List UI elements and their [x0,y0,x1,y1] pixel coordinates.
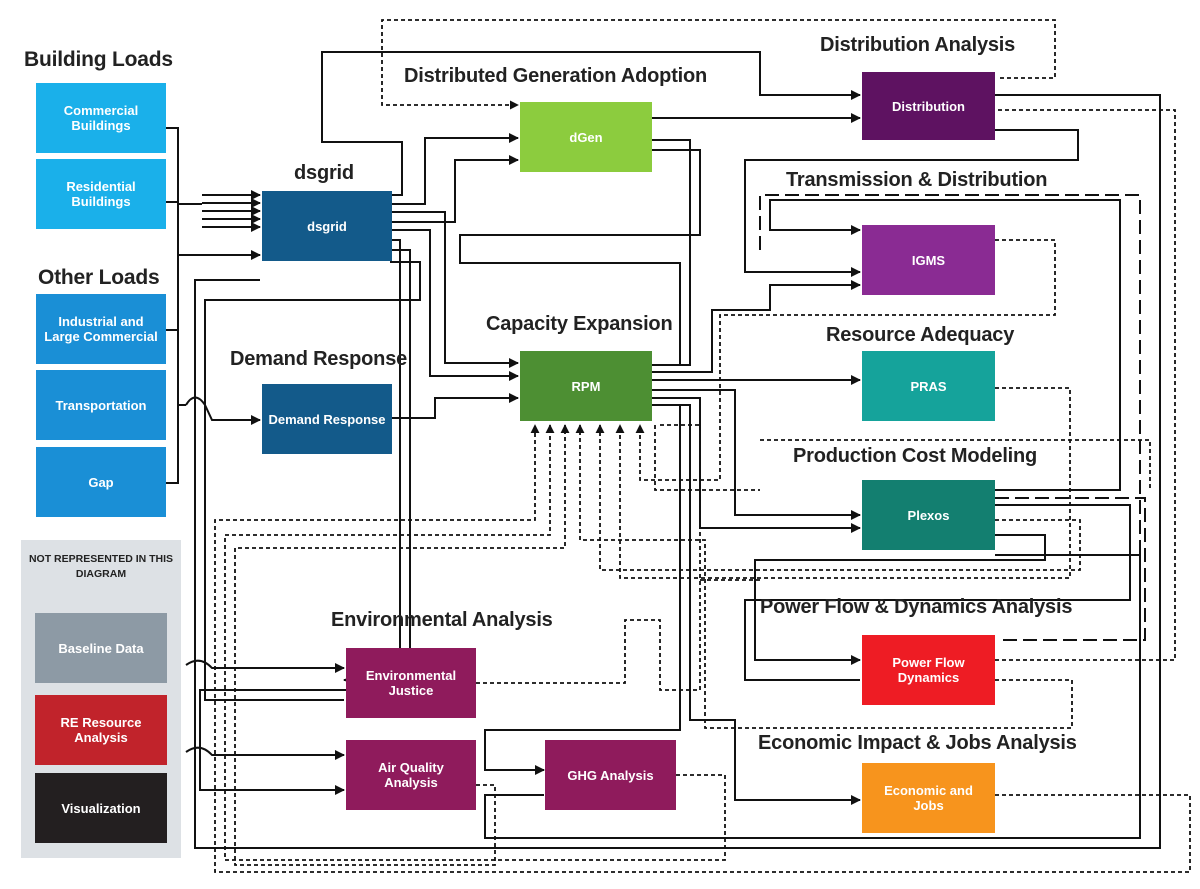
rpm-to-economic [652,404,861,805]
plexos-box: Plexos [862,480,995,550]
dashed-igms-out [635,239,1056,481]
rpm-to-plexos [652,389,861,520]
dgen-box: dGen [520,102,652,172]
load-bus-line [166,127,179,484]
gap-box: Gap [36,447,166,517]
dashed-long-td-loop [759,194,1141,640]
dsgrid-to-air-quality [199,249,411,795]
other-loads-heading: Other Loads [38,266,160,289]
dsgrid-to-air [185,746,345,760]
dsgrid-to-rpm [390,155,519,223]
residential-buildings-box: Residential Buildings [36,159,166,229]
demand-response-box: Demand Response [262,384,392,454]
ghg-box: GHG Analysis [545,740,676,810]
dashed-powerflow-out [995,109,1176,661]
dsgrid-to-demand-response [185,396,261,425]
demand-response-heading: Demand Response [230,348,408,370]
dashed-env-out [476,424,701,691]
dsgrid-heading: dsgrid [294,162,354,184]
pras-box: PRAS [862,351,995,421]
rpm-box: RPM [520,351,652,421]
legend-title: NOT REPRESENTED IN THIS DIAGRAM [28,553,174,580]
dsgrid-to-dgen [390,133,519,205]
dashed-powerflow-out-2 [575,424,1073,729]
dsgrid-to-env-2 [204,261,421,701]
production-cost-heading: Production Cost Modeling [793,445,1038,467]
legend-panel: NOT REPRESENTED IN THIS DIAGRAM Baseline… [21,540,181,858]
plexos-to-powerflow [754,534,1046,665]
transmission-distribution-heading: Transmission & Distribution [786,169,1048,191]
dgen-loop [459,149,701,365]
building-loads-heading: Building Loads [24,48,173,71]
dashed-production-box [760,439,1151,490]
economic-jobs-box: Economic and Jobs [862,763,995,833]
plexos-return [769,199,1121,491]
dashed-rpm-extra [654,425,760,491]
demand-response-to-rpm [390,393,519,419]
commercial-buildings-box: Commercial Buildings [36,83,166,153]
igms-box: IGMS [862,225,995,295]
rpm-to-igms [652,280,861,373]
dashed-plexos-out [595,424,1081,571]
dashed-economic-out [214,424,1191,873]
dashed-air-out [234,424,570,866]
environmental-heading: Environmental Analysis [331,609,553,631]
dsgrid-to-rpm [390,211,519,368]
dsgrid-box: dsgrid [262,191,392,261]
distribution-to-igms [744,129,1079,277]
legend-baseline-data: Baseline Data [35,613,167,683]
air-quality-box: Air Quality Analysis [346,740,476,810]
plexos-to-powerflow [744,504,1131,681]
dsgrid-to-distribution [321,51,861,196]
dashed-ghg-out [224,424,726,861]
dsgrid-to-env [185,659,345,673]
rpm-to-ghg [484,405,681,775]
power-flow-box: Power Flow Dynamics [862,635,995,705]
dgen-to-rpm [652,139,691,366]
transportation-box: Transportation [36,370,166,440]
dashed-long-plexos-loop [995,497,1146,641]
dsgrid-to-rpm [390,229,519,381]
distribution-box: Distribution [862,72,995,140]
dg-adoption-heading: Distributed Generation Adoption [404,65,708,87]
industrial-box: Industrial and Large Commercial [36,294,166,364]
resource-adequacy-heading: Resource Adequacy [826,324,1015,346]
distribution-analysis-heading: Distribution Analysis [820,34,1016,56]
dashed-distribution-dgen [381,19,1056,110]
dashed-pras-out [615,387,1071,579]
power-flow-heading: Power Flow & Dynamics Analysis [760,596,1073,618]
legend-re-resource: RE Resource Analysis [35,695,167,765]
economic-heading: Economic Impact & Jobs Analysis [758,732,1077,754]
distribution-return [194,94,1161,849]
legend-visualization: Visualization [35,773,167,843]
capacity-expansion-heading: Capacity Expansion [486,313,673,335]
env-justice-box: Environmental Justice [346,648,476,718]
